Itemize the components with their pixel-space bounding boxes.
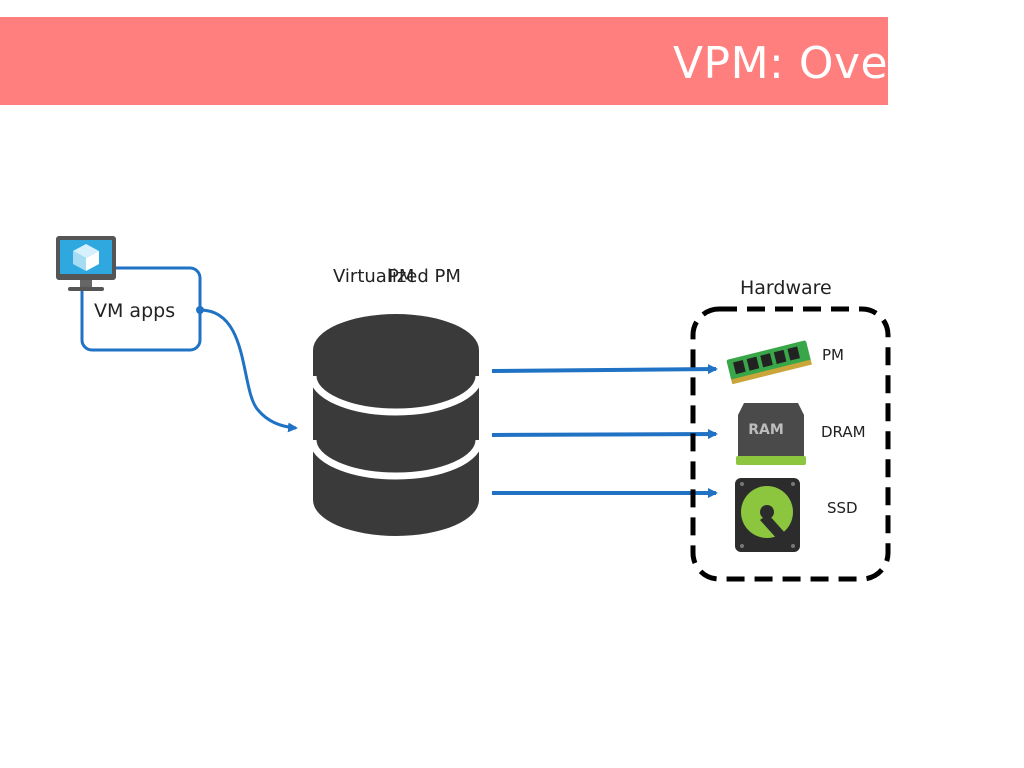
hardware-title: Hardware	[740, 277, 832, 299]
hard-disk-icon	[735, 478, 800, 552]
storage-label-a: Virtualized PM	[333, 266, 461, 287]
hardware-item-dram-label: DRAM	[821, 423, 866, 441]
ram-chip-icon: RAM	[736, 403, 806, 465]
svg-text:RAM: RAM	[748, 422, 784, 438]
slide-title: VPM: Overview	[672, 38, 1010, 89]
title-banner	[0, 17, 888, 105]
hardware-item-pm-label: PM	[822, 346, 844, 364]
hardware-box	[690, 306, 891, 582]
database-cylinder-icon	[309, 314, 483, 536]
arrow-to-dram	[491, 429, 718, 440]
vm-apps-label: VM apps	[94, 300, 176, 322]
storage-label-b: PM	[388, 266, 415, 287]
arrow-to-pm	[491, 364, 718, 375]
hardware-item-ssd-label: SSD	[827, 499, 858, 517]
connector-dot	[196, 306, 204, 314]
vm-to-storage-arrow	[199, 308, 298, 433]
monitor-cube-icon	[56, 236, 116, 291]
memory-module-icon	[726, 340, 812, 385]
